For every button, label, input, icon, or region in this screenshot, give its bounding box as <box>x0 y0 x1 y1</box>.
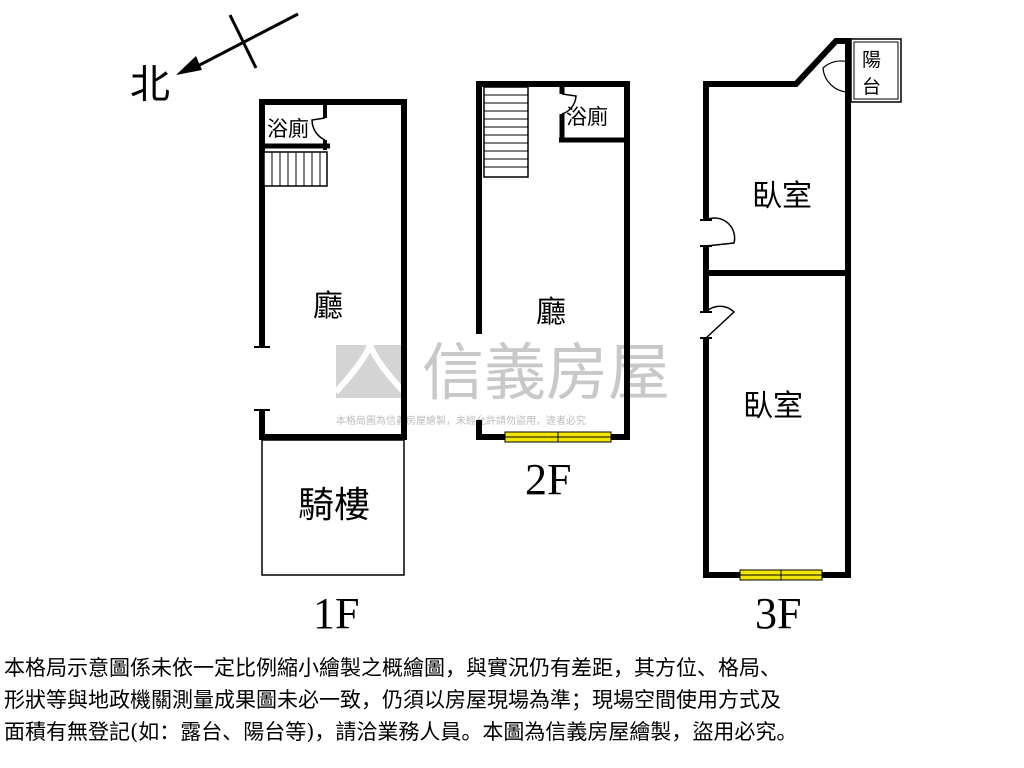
floor-2f: 浴廁 廳 2F <box>476 81 630 504</box>
watermark-notice: 本格局圖為信義房屋繪製，未經允許請勿盜用，違者必究 <box>336 414 586 427</box>
floor-label-2f: 2F <box>525 455 571 504</box>
arcade-area <box>261 439 405 576</box>
floor-plan-drawing: 北 信義房屋 本格局圖為信義房屋繪製，未經允許請勿盜用，違者必究 <box>130 12 902 638</box>
floor-3f: 陽 台 臥室 臥室 3F <box>700 38 902 638</box>
compass-arrow-line <box>189 12 299 72</box>
door-swing-icon <box>822 60 849 93</box>
room-label-balcony-2: 台 <box>862 76 881 98</box>
room-label-hall: 廳 <box>536 295 566 330</box>
north-label: 北 <box>130 62 170 108</box>
wall <box>703 38 848 87</box>
room-label-bedroom: 臥室 <box>743 389 803 424</box>
door-swing-icon <box>561 93 577 115</box>
disclaimer-line: 本格局示意圖係未依一定比例縮小繪製之概繪圖，與實況仍有差距，其方位、格局、 <box>4 656 781 680</box>
door-swing-icon <box>311 117 326 141</box>
disclaimer: 本格局示意圖係未依一定比例縮小繪製之概繪圖，與實況仍有差距，其方位、格局、 形狀… <box>4 652 1020 748</box>
window <box>504 431 612 443</box>
floor-label-3f: 3F <box>755 589 801 638</box>
compass: 北 <box>130 12 299 108</box>
door-swing-icon <box>705 217 736 247</box>
door-swing-icon <box>705 305 736 339</box>
disclaimer-line: 形狀等與地政機關測量成果圖未必一致，仍須以房屋現場為準；現場空間使用方式及 <box>4 688 781 712</box>
room-label-hall: 廳 <box>313 289 343 324</box>
room-label-bathroom: 浴廁 <box>566 105 608 129</box>
watermark: 信義房屋 本格局圖為信義房屋繪製，未經允許請勿盜用，違者必究 <box>333 336 670 427</box>
room-label-bedroom: 臥室 <box>752 179 812 214</box>
room-label-balcony-1: 陽 <box>862 49 881 71</box>
balcony: 陽 台 <box>822 38 902 103</box>
staircase <box>263 151 328 187</box>
disclaimer-line: 面積有無登記(如：露台、陽台等)，請洽業務人員。本圖為信義房屋繪製，盜用必究。 <box>4 720 798 744</box>
window <box>739 569 823 581</box>
room-label-arcade: 騎樓 <box>298 485 370 526</box>
staircase <box>483 86 529 178</box>
floor-1f: 浴廁 廳 騎樓 1F <box>254 99 407 638</box>
room-label-bathroom: 浴廁 <box>267 117 309 141</box>
watermark-brand: 信義房屋 <box>422 336 670 409</box>
floor-label-1f: 1F <box>313 589 359 638</box>
watermark-logo-icon <box>336 345 404 398</box>
north-arrow-icon <box>176 56 202 75</box>
